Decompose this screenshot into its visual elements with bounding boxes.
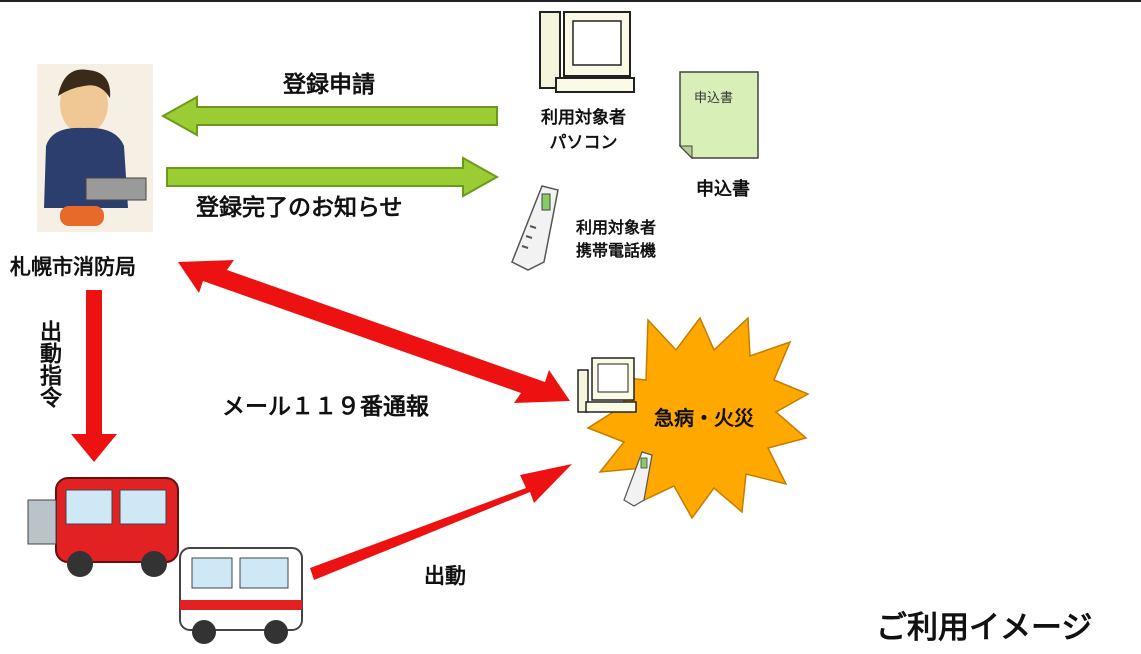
dispatch-arrow: [310, 464, 572, 580]
application-form-label: 申込書: [696, 179, 750, 200]
usage-image-title: ご利用イメージ: [876, 610, 1093, 646]
user-mobile-icon: [511, 185, 559, 271]
register-complete-arrow: [166, 156, 500, 198]
dispatch-order-arrow: [71, 290, 117, 462]
mail-119-label: メール１１９番通報: [222, 394, 429, 420]
user-pc-label-line1: 利用対象者: [541, 108, 626, 128]
application-form-icon: [678, 71, 759, 160]
application-form-doc-text: 申込書: [694, 91, 734, 106]
ambulance-illustration: [179, 547, 303, 644]
fire-department-label: 札幌市消防局: [10, 255, 136, 279]
operator-illustration: [37, 64, 153, 232]
emergency-mobile-icon: [623, 451, 653, 507]
emergency-pc-icon: [577, 357, 637, 413]
register-request-label: 登録申請: [283, 72, 375, 98]
fire-engine-illustration: [27, 477, 179, 577]
dispatch-label: 出動: [424, 564, 466, 588]
emergency-label: 急病・火災: [654, 406, 754, 430]
user-mobile-label-line2: 携帯電話機: [576, 241, 657, 261]
register-request-arrow: [160, 95, 498, 137]
user-pc-label: 利用対象者 パソコン: [541, 106, 626, 155]
register-complete-label: 登録完了のお知らせ: [196, 195, 403, 221]
user-mobile-label-line1: 利用対象者: [576, 218, 657, 237]
mail-119-arrow: [178, 260, 570, 403]
user-pc-icon: [539, 11, 635, 93]
user-mobile-label: 利用対象者 携帯電話機: [576, 216, 656, 262]
dispatch-order-label: 出動指令: [36, 320, 61, 408]
user-pc-label-line2: パソコン: [549, 132, 618, 153]
